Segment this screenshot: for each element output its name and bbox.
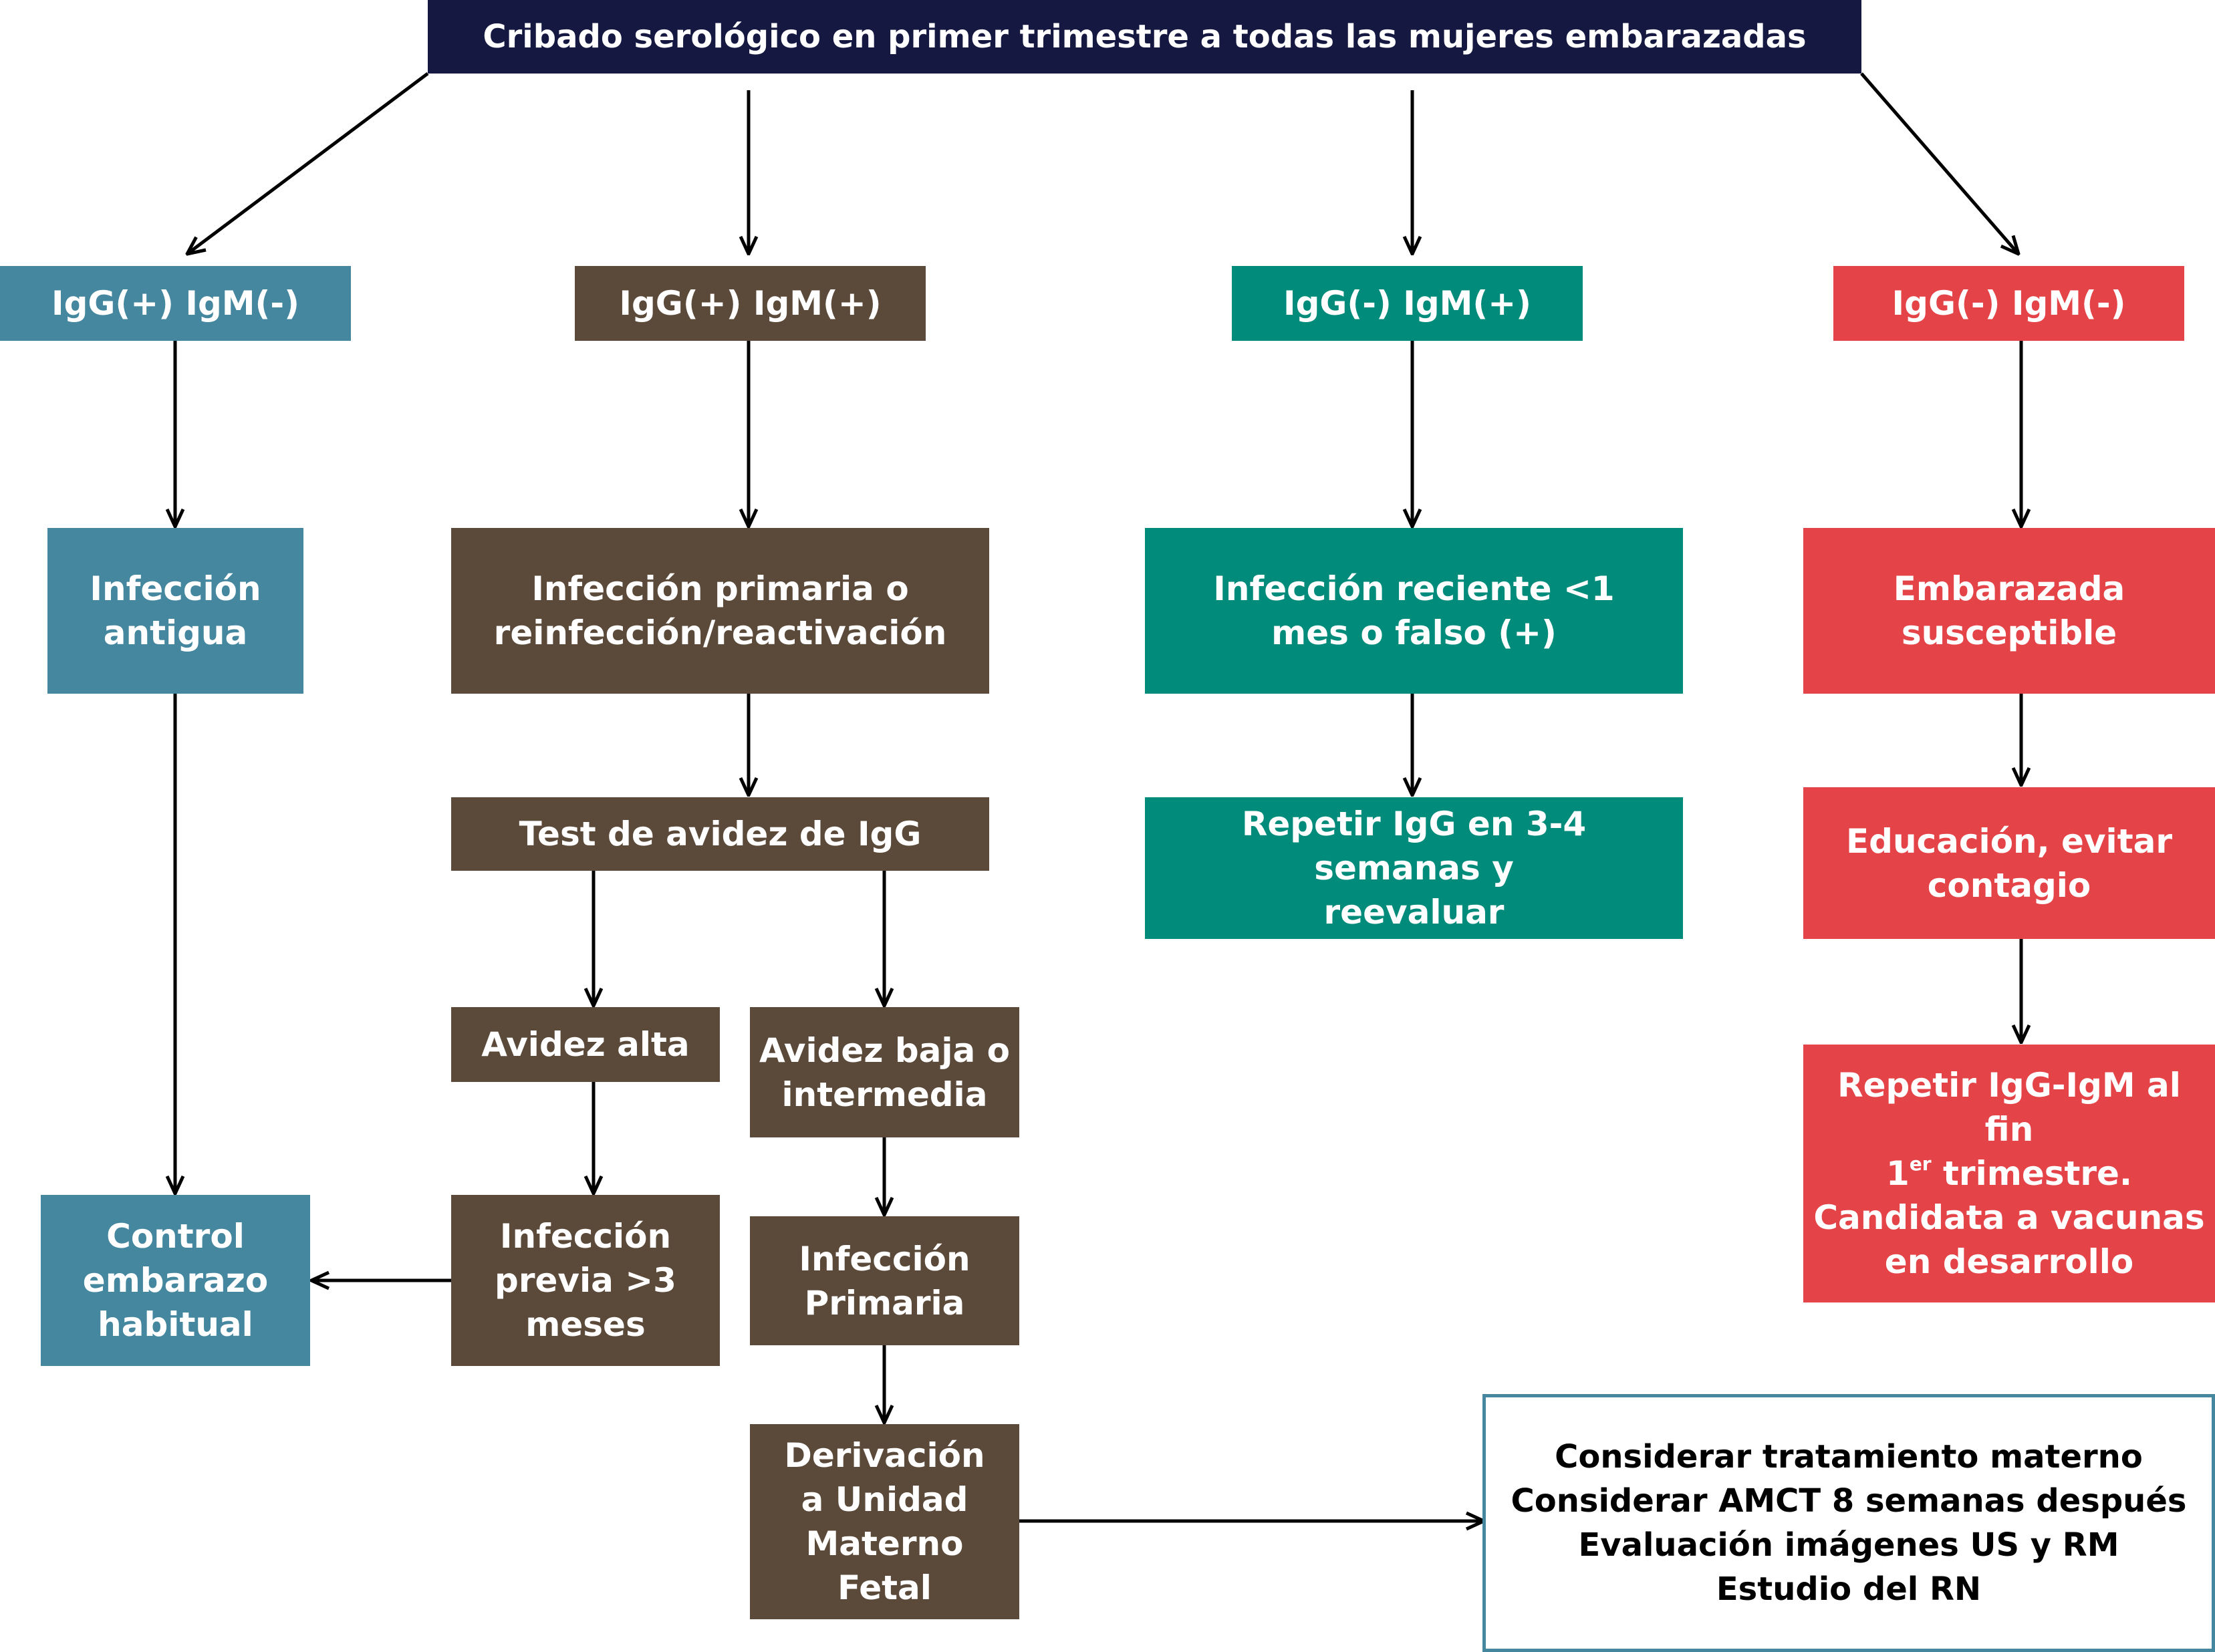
treatment-actions-box: Considerar tratamiento materno Considera… [1482, 1394, 2215, 1652]
screening-title: Cribado serológico en primer trimestre a… [428, 0, 1861, 74]
igg-avidity-test-box: Test de avidez de IgG [451, 797, 989, 871]
old-infection-box: Infección antigua [47, 528, 303, 694]
branch-igg-neg-igm-pos-label: IgG(-) IgM(+) [1232, 266, 1583, 341]
primary-or-reinfection-box: Infección primaria o reinfección/reactiv… [451, 528, 989, 694]
branch-igg-neg-igm-neg-label: IgG(-) IgM(-) [1833, 266, 2184, 341]
repeat-igg-igm-text: Repetir IgG-IgM al fin 1er trimestre. Ca… [1811, 1063, 2207, 1284]
usual-pregnancy-control-box: Control embarazo habitual [41, 1195, 310, 1366]
maternal-fetal-referral-box: Derivación a Unidad Materno Fetal [750, 1424, 1019, 1619]
education-avoid-contagion-box: Educación, evitar contagio [1803, 787, 2215, 939]
susceptible-pregnant-box: Embarazada susceptible [1803, 528, 2215, 694]
high-avidity-box: Avidez alta [451, 1007, 720, 1082]
repeat-igg-box: Repetir IgG en 3-4 semanas y reevaluar [1145, 797, 1683, 939]
previous-infection-box: Infección previa >3 meses [451, 1195, 720, 1366]
ordinal-superscript: er [1909, 1153, 1932, 1175]
arrow-title-to-branch1 [187, 72, 429, 254]
repeat-trimester-line: 1er trimestre. [1886, 1153, 2132, 1193]
arrow-title-to-branch4 [1860, 72, 2018, 254]
primary-infection-box: Infección Primaria [750, 1216, 1019, 1345]
branch-igg-pos-igm-pos-label: IgG(+) IgM(+) [575, 266, 926, 341]
branch-igg-pos-igm-neg-label: IgG(+) IgM(-) [0, 266, 351, 341]
recent-infection-box: Infección reciente <1 mes o falso (+) [1145, 528, 1683, 694]
low-avidity-box: Avidez baja o intermedia [750, 1007, 1019, 1137]
repeat-igg-igm-box: Repetir IgG-IgM al fin 1er trimestre. Ca… [1803, 1045, 2215, 1302]
